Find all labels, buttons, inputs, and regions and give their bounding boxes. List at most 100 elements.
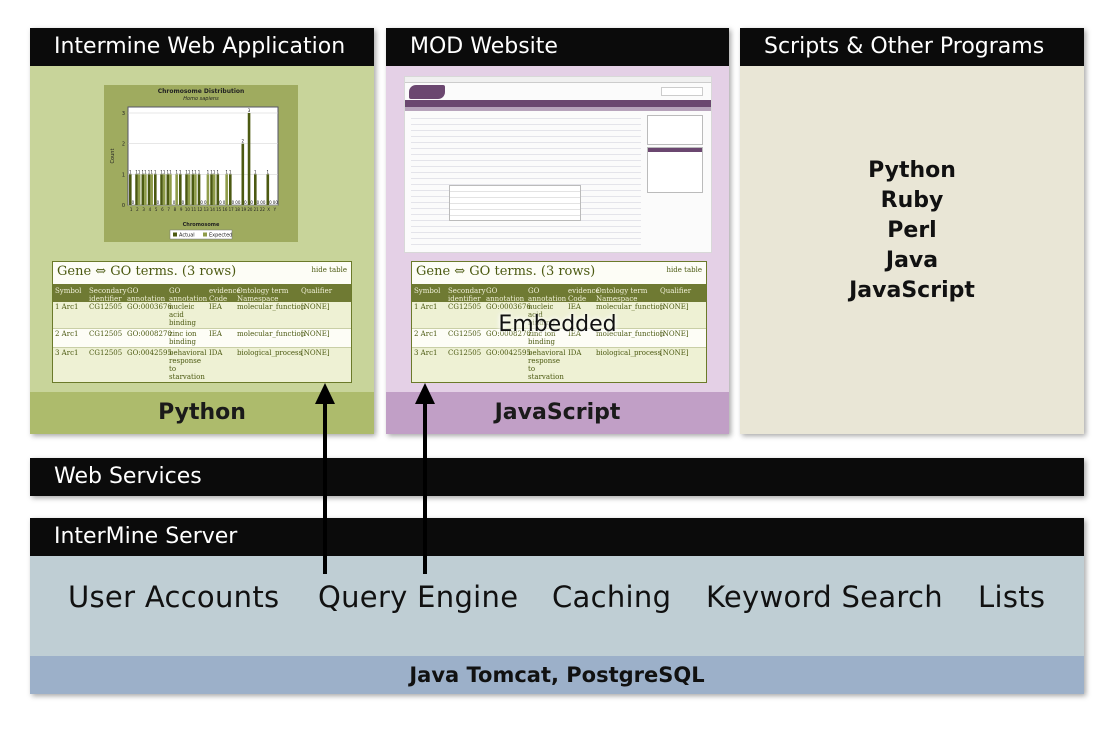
table-cell: 2 Arc1 <box>414 330 438 338</box>
table-cell: CG12505 <box>89 349 123 357</box>
table-cell: 3 Arc1 <box>414 349 438 357</box>
web-services-bar: Web Services <box>30 458 1084 496</box>
x-tick-label: 15 <box>216 207 222 212</box>
table-cell: nucleic acid binding <box>528 303 555 327</box>
data-label: 0 <box>173 200 176 205</box>
data-label: 1 <box>210 169 213 174</box>
site-content <box>411 115 641 247</box>
data-label: 1 <box>217 169 220 174</box>
bar-expected <box>144 174 147 205</box>
table-cell: CG12505 <box>448 330 482 338</box>
bar-actual <box>154 174 157 205</box>
chart-subtitle: Homo sapiens <box>183 96 219 102</box>
table-cell: CG12505 <box>448 349 482 357</box>
table-cell: [NONE] <box>660 303 689 311</box>
data-label: 2 <box>242 139 245 144</box>
hide-table-link[interactable]: hide table <box>666 266 702 274</box>
plot-area <box>127 106 279 206</box>
data-label: 1 <box>213 169 216 174</box>
data-label: 0 <box>219 200 222 205</box>
data-label: 1 <box>267 169 270 174</box>
data-label: 1 <box>194 169 197 174</box>
table-cell: behavioral response to starvation <box>528 349 566 381</box>
table-cell: molecular_function <box>596 330 665 338</box>
table-cell: IEA <box>568 330 581 338</box>
table-cell: 1 Arc1 <box>414 303 438 311</box>
x-tick-label: 16 <box>222 207 228 212</box>
legend-swatch <box>173 232 177 237</box>
bar-expected <box>169 174 172 205</box>
bar-actual <box>210 174 213 205</box>
data-label: 0 <box>200 200 203 205</box>
data-label: 0 <box>235 200 238 205</box>
data-label: 1 <box>135 169 138 174</box>
data-label: 0 <box>275 200 278 205</box>
bar-actual <box>241 143 245 205</box>
x-tick-label: 21 <box>254 207 260 212</box>
x-tick-label: 1 <box>130 207 133 212</box>
table-cell: behavioral response to starvation <box>169 349 207 381</box>
data-label: 0 <box>250 200 253 205</box>
site-sidebar-box <box>647 115 703 145</box>
bar-expected <box>206 174 210 205</box>
bar-actual <box>141 174 145 205</box>
data-label: 0 <box>223 200 226 205</box>
bar-actual <box>179 174 182 205</box>
language-item: JavaScript <box>849 278 975 303</box>
data-label: 1 <box>144 169 147 174</box>
language-item: Ruby <box>880 188 944 213</box>
data-label: 1 <box>254 169 257 174</box>
x-tick-label: 9 <box>180 207 183 212</box>
data-label: 3 <box>248 108 251 113</box>
server-title: InterMine Server <box>30 518 1084 556</box>
bar-actual <box>135 174 138 205</box>
table-cell: IEA <box>209 330 222 338</box>
site-nav-bar <box>405 100 711 107</box>
webapp-title: Intermine Web Application <box>30 28 374 66</box>
x-tick-label: 2 <box>136 207 139 212</box>
table-cell: 1 Arc1 <box>55 303 79 311</box>
table-cell: GO:0042595 <box>127 349 172 357</box>
x-tick-label: 5 <box>155 207 158 212</box>
table-cell: biological_process <box>237 349 303 357</box>
bar-actual <box>147 174 151 205</box>
x-tick-label: 18 <box>235 207 241 212</box>
bar-actual <box>166 174 170 205</box>
data-label: 1 <box>150 169 153 174</box>
data-label: 0 <box>132 200 135 205</box>
feature-caching: Caching <box>552 580 672 614</box>
chart-title: Chromosome Distribution <box>158 88 245 95</box>
stack-bar: Java Tomcat, PostgreSQL <box>30 656 1084 694</box>
bar-actual <box>247 113 251 205</box>
table-cell: [NONE] <box>301 303 330 311</box>
column-header: Ontology term Namespace <box>237 287 289 303</box>
column-header: GO annotation <box>169 287 208 303</box>
column-header: evidence Code <box>568 287 600 303</box>
table-cell: [NONE] <box>660 349 689 357</box>
mod-website-screenshot <box>404 76 712 253</box>
column-header: Qualifier <box>660 287 692 295</box>
bar-actual <box>185 174 188 205</box>
site-search-box[interactable] <box>661 87 703 96</box>
data-label: 1 <box>148 169 151 174</box>
x-tick-label: 11 <box>191 207 197 212</box>
legend-entry: Actual <box>179 233 195 239</box>
data-label: 0 <box>260 200 263 205</box>
hide-table-link[interactable]: hide table <box>311 266 347 274</box>
bar-actual <box>254 174 257 205</box>
data-label: 1 <box>169 169 172 174</box>
x-tick-label: 12 <box>197 207 203 212</box>
table-cell: GO:0008270 <box>486 330 531 338</box>
table-cell: GO:0008270 <box>127 330 172 338</box>
bar-expected <box>137 174 141 205</box>
table-cell: IEA <box>568 303 581 311</box>
